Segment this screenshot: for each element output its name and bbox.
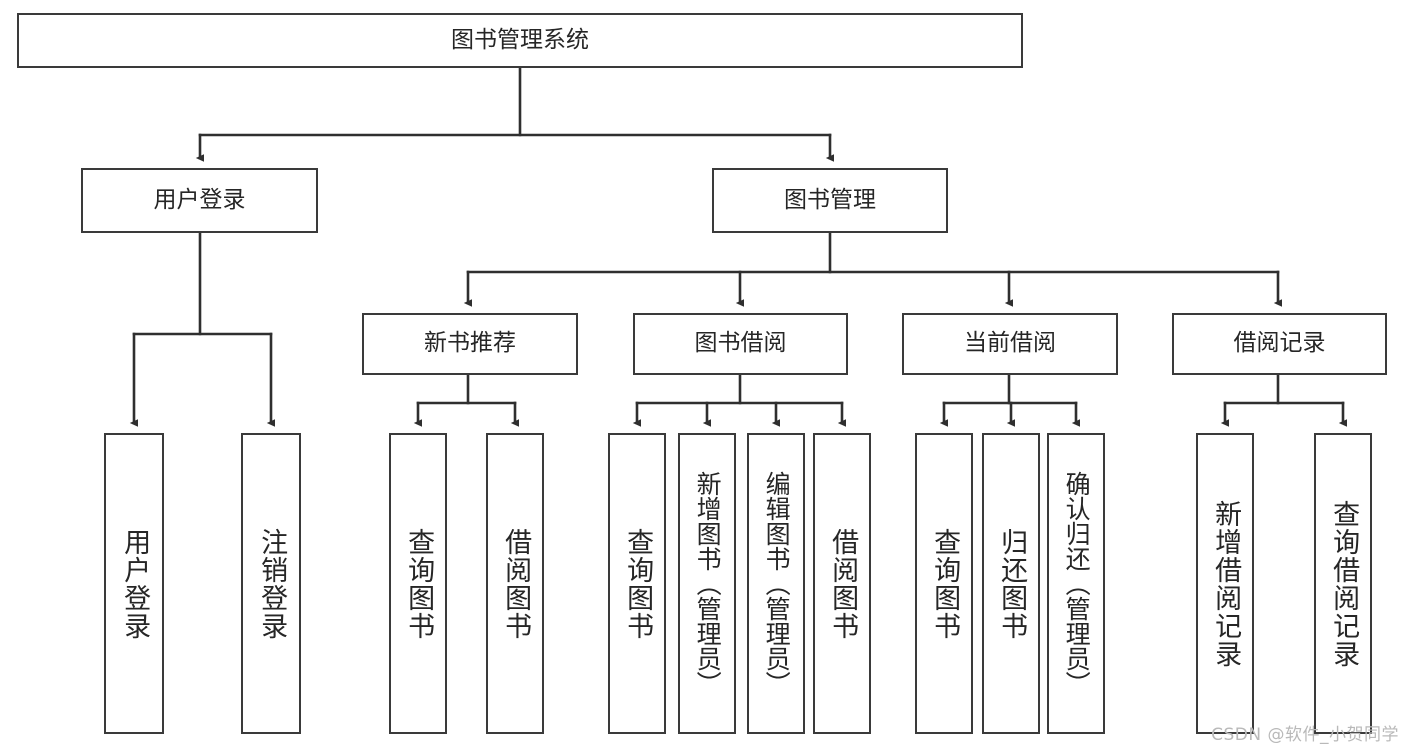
node-label: 归还图书 — [996, 527, 1028, 640]
node-label: 图书管理 — [784, 186, 876, 213]
node-label: 用户登录 — [153, 186, 246, 213]
node-label: 借阅图书 — [827, 527, 859, 640]
node-label: 新书推荐 — [424, 330, 516, 357]
node-label: 查询借阅记录 — [1328, 499, 1360, 668]
leaf-query-book-borrow[interactable]: 查询图书 — [608, 433, 666, 734]
node-label: 新增图书（管理员） — [693, 471, 723, 696]
node-root-book-management-system[interactable]: 图书管理系统 — [17, 13, 1023, 68]
node-label: 借阅记录 — [1233, 330, 1326, 357]
node-label: 图书借阅 — [694, 330, 787, 357]
leaf-confirm-return-admin[interactable]: 确认归还（管理员） — [1047, 433, 1105, 734]
node-label: 用户登录 — [119, 527, 151, 640]
leaf-add-book-admin[interactable]: 新增图书（管理员） — [678, 433, 736, 734]
node-label: 当前借阅 — [964, 330, 1056, 357]
leaf-add-borrow-record[interactable]: 新增借阅记录 — [1196, 433, 1254, 734]
leaf-edit-book-admin[interactable]: 编辑图书（管理员） — [747, 433, 805, 734]
node-new-book-recommend[interactable]: 新书推荐 — [362, 313, 578, 375]
node-label: 查询图书 — [403, 527, 435, 640]
node-borrow-record[interactable]: 借阅记录 — [1172, 313, 1387, 375]
leaf-user-logout[interactable]: 注销登录 — [241, 433, 301, 734]
node-label: 借阅图书 — [500, 527, 532, 640]
node-label: 图书管理系统 — [451, 26, 589, 53]
node-book-management[interactable]: 图书管理 — [712, 168, 948, 233]
node-current-borrow[interactable]: 当前借阅 — [902, 313, 1118, 375]
node-label: 注销登录 — [256, 527, 288, 640]
node-label: 编辑图书（管理员） — [762, 471, 792, 696]
node-label: 查询图书 — [622, 527, 654, 640]
node-label: 确认归还（管理员） — [1062, 471, 1092, 696]
leaf-borrow-book-recommend[interactable]: 借阅图书 — [486, 433, 544, 734]
watermark-text: CSDN @软件_小贺同学 — [1211, 725, 1399, 745]
leaf-query-book-recommend[interactable]: 查询图书 — [389, 433, 447, 734]
node-book-borrow[interactable]: 图书借阅 — [633, 313, 848, 375]
leaf-return-book[interactable]: 归还图书 — [982, 433, 1040, 734]
node-user-login[interactable]: 用户登录 — [81, 168, 318, 233]
leaf-borrow-book[interactable]: 借阅图书 — [813, 433, 871, 734]
leaf-query-borrow-record[interactable]: 查询借阅记录 — [1314, 433, 1372, 734]
node-label: 新增借阅记录 — [1210, 499, 1242, 668]
node-label: 查询图书 — [929, 527, 961, 640]
leaf-query-book-current[interactable]: 查询图书 — [915, 433, 973, 734]
leaf-user-login[interactable]: 用户登录 — [104, 433, 164, 734]
